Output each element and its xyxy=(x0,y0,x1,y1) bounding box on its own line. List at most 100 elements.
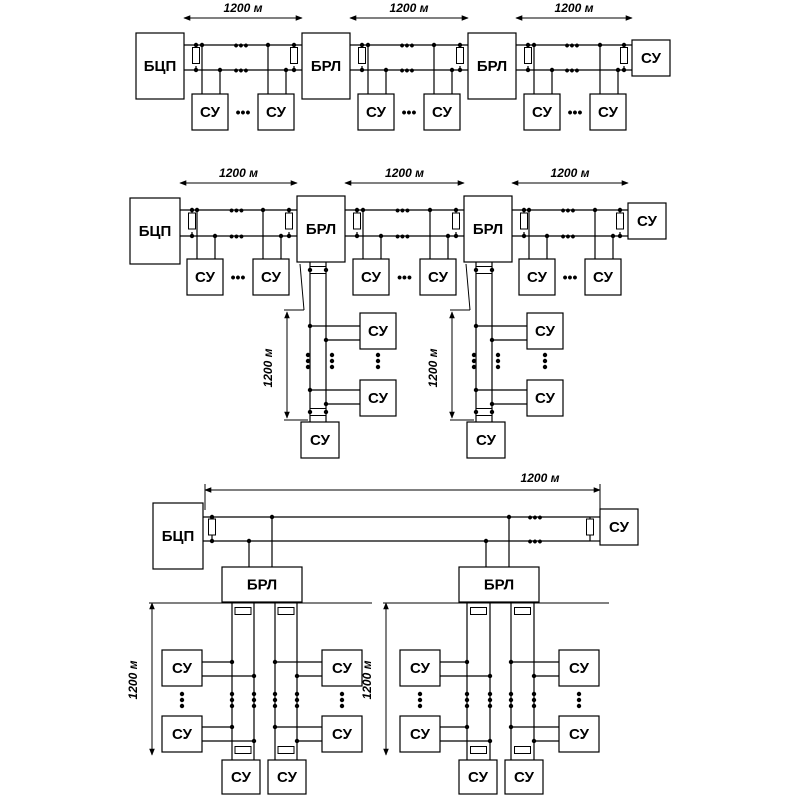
junction-dot xyxy=(339,691,345,697)
ellipsis: ••• xyxy=(234,37,249,53)
junction-dot xyxy=(417,703,423,709)
junction-dot xyxy=(487,691,493,697)
junction-dot xyxy=(495,364,501,370)
ellipsis: ••• xyxy=(397,269,412,285)
junction-dot xyxy=(323,267,329,273)
terminator-resistor xyxy=(309,266,327,274)
terminator-resistor xyxy=(520,212,528,230)
ellipsis: ••• xyxy=(561,202,576,218)
device-label: СУ xyxy=(598,104,619,121)
device-box xyxy=(419,258,457,296)
leader-line xyxy=(465,263,471,311)
device-box xyxy=(558,649,600,687)
junction-dot xyxy=(464,697,470,703)
junction-dot xyxy=(473,409,479,415)
junction-dot xyxy=(495,352,501,358)
terminator-resistor xyxy=(234,746,252,754)
repeater-box xyxy=(221,566,303,603)
device-label: СУ xyxy=(609,519,630,536)
repeater-box xyxy=(296,195,346,263)
junction-dot xyxy=(531,703,537,709)
junction-dot xyxy=(329,358,335,364)
device-label: СУ xyxy=(368,390,389,407)
device-box xyxy=(399,715,441,753)
ellipsis: ••• xyxy=(402,104,417,120)
device-label: СУ xyxy=(593,269,614,286)
device-box xyxy=(526,379,564,417)
junction-dot xyxy=(487,697,493,703)
junction-dot xyxy=(305,358,311,364)
ellipsis: ••• xyxy=(528,533,543,549)
device-box xyxy=(161,715,203,753)
repeater-label: БРЛ xyxy=(473,221,503,238)
junction-dot xyxy=(329,364,335,370)
terminator-resistor xyxy=(309,408,327,416)
terminator-resistor xyxy=(358,47,366,64)
device-box xyxy=(584,258,622,296)
device-box xyxy=(267,759,307,795)
junction-dot xyxy=(576,697,582,703)
span-label: 1200 м xyxy=(360,660,374,699)
junction-dot xyxy=(489,267,495,273)
device-label: СУ xyxy=(266,104,287,121)
terminator-resistor xyxy=(470,607,487,615)
junction-dot xyxy=(251,697,257,703)
junction-dot xyxy=(229,703,235,709)
span-label: 1200 м xyxy=(551,166,590,180)
junction-dot xyxy=(417,697,423,703)
junction-dot xyxy=(508,691,514,697)
repeater-label: БРЛ xyxy=(306,221,336,238)
ellipsis: ••• xyxy=(229,228,244,244)
device-label: СУ xyxy=(569,726,590,743)
span-label: 1200 м xyxy=(555,1,594,15)
device-label: СУ xyxy=(332,726,353,743)
device-label: СУ xyxy=(310,432,331,449)
junction-dot xyxy=(453,207,459,213)
device-label: СУ xyxy=(535,390,556,407)
ellipsis: ••• xyxy=(400,37,415,53)
device-box xyxy=(466,421,506,459)
junction-dot xyxy=(521,207,527,213)
device-box xyxy=(186,258,224,296)
device-label: СУ xyxy=(231,769,252,786)
junction-dot xyxy=(339,703,345,709)
device-box xyxy=(631,39,671,77)
terminator-resistor xyxy=(277,746,295,754)
device-label: СУ xyxy=(428,269,449,286)
terminator-resistor xyxy=(234,607,252,615)
junction-dot xyxy=(453,233,459,239)
junction-dot xyxy=(617,207,623,213)
junction-dot xyxy=(508,703,514,709)
terminator-resistor xyxy=(452,212,460,230)
junction-dot xyxy=(354,207,360,213)
device-label: СУ xyxy=(569,660,590,677)
junction-dot xyxy=(576,703,582,709)
device-label: СУ xyxy=(637,213,658,230)
junction-dot xyxy=(464,691,470,697)
device-box xyxy=(523,93,561,131)
device-box xyxy=(221,759,261,795)
terminator-resistor xyxy=(514,746,531,754)
central-unit-box xyxy=(152,502,204,570)
span-label: 1200 м xyxy=(224,1,263,15)
junction-dot xyxy=(179,697,185,703)
junction-dot xyxy=(531,691,537,697)
ellipsis: ••• xyxy=(236,104,251,120)
device-box xyxy=(504,759,544,795)
junction-dot xyxy=(229,691,235,697)
device-box xyxy=(257,93,295,131)
junction-dot xyxy=(525,42,531,48)
device-label: СУ xyxy=(514,769,535,786)
device-label: СУ xyxy=(361,269,382,286)
junction-dot xyxy=(471,352,477,358)
device-box xyxy=(357,93,395,131)
central-unit-label: БЦП xyxy=(139,223,172,240)
device-label: СУ xyxy=(332,660,353,677)
span-label: 1200 м xyxy=(426,348,440,387)
junction-dot xyxy=(471,364,477,370)
junction-dot xyxy=(621,67,627,73)
device-box xyxy=(458,759,498,795)
device-box xyxy=(359,379,397,417)
junction-dot xyxy=(531,697,537,703)
